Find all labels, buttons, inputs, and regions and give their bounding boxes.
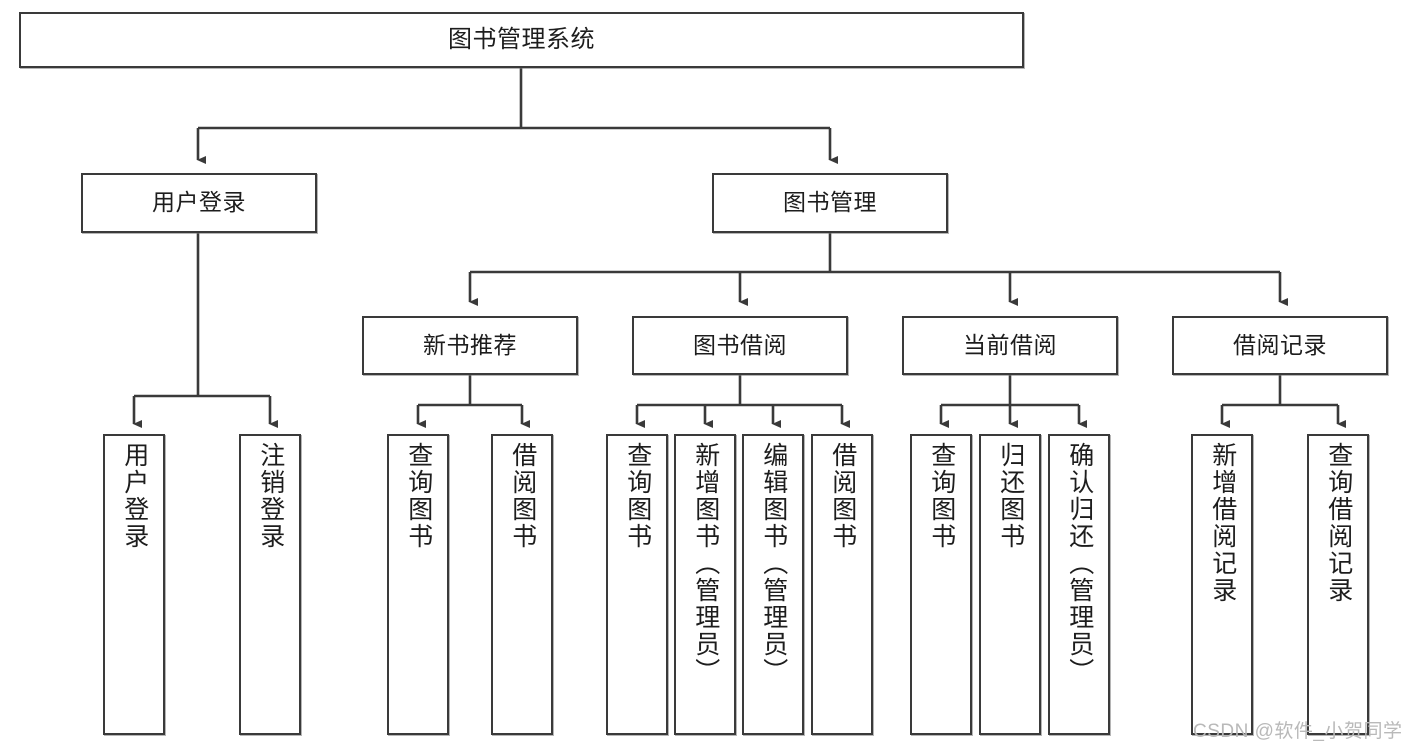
node-label: 确认归还（管理员） — [1065, 442, 1094, 685]
node-label: 归还图书 — [996, 442, 1025, 550]
node-root-book-management-system[interactable]: 图书管理系统 — [19, 12, 1024, 68]
node-label: 编辑图书（管理员） — [759, 442, 788, 685]
node-label: 用户登录 — [120, 442, 149, 550]
node-leaf-return-book[interactable]: 归还图书 — [979, 434, 1041, 735]
node-leaf-query-book-borrow[interactable]: 查询图书 — [606, 434, 668, 735]
node-leaf-logout-login[interactable]: 注销登录 — [239, 434, 301, 735]
node-leaf-query-book-recommend[interactable]: 查询图书 — [387, 434, 449, 735]
node-leaf-query-book-current[interactable]: 查询图书 — [910, 434, 972, 735]
node-label: 借阅图书 — [828, 442, 857, 550]
node-borrow-record[interactable]: 借阅记录 — [1172, 316, 1388, 375]
node-label: 用户登录 — [152, 189, 246, 216]
node-leaf-add-book-admin[interactable]: 新增图书（管理员） — [674, 434, 736, 735]
node-leaf-edit-book-admin[interactable]: 编辑图书（管理员） — [742, 434, 804, 735]
node-leaf-user-login[interactable]: 用户登录 — [103, 434, 165, 735]
node-label: 新书推荐 — [423, 331, 517, 358]
node-label: 查询图书 — [404, 442, 433, 550]
node-label: 新增图书（管理员） — [691, 442, 720, 685]
node-book-management[interactable]: 图书管理 — [712, 173, 948, 233]
node-label: 图书管理系统 — [448, 25, 595, 53]
node-label: 当前借阅 — [963, 331, 1057, 358]
node-label: 图书借阅 — [693, 331, 787, 358]
node-new-book-recommend[interactable]: 新书推荐 — [362, 316, 578, 375]
node-book-borrow[interactable]: 图书借阅 — [632, 316, 848, 375]
node-leaf-query-borrow-record[interactable]: 查询借阅记录 — [1307, 434, 1369, 735]
node-label: 查询图书 — [623, 442, 652, 550]
node-leaf-add-borrow-record[interactable]: 新增借阅记录 — [1191, 434, 1253, 735]
node-label: 借阅记录 — [1233, 331, 1327, 358]
node-leaf-borrow-book[interactable]: 借阅图书 — [811, 434, 873, 735]
node-label: 查询借阅记录 — [1324, 442, 1353, 604]
node-label: 注销登录 — [256, 442, 285, 550]
node-label: 新增借阅记录 — [1208, 442, 1237, 604]
node-user-login[interactable]: 用户登录 — [81, 173, 317, 233]
watermark-csdn: CSDN @软件_小贺同学 — [1193, 721, 1403, 742]
node-label: 借阅图书 — [508, 442, 537, 550]
node-leaf-confirm-return-admin[interactable]: 确认归还（管理员） — [1048, 434, 1110, 735]
node-leaf-borrow-book-recommend[interactable]: 借阅图书 — [491, 434, 553, 735]
node-current-borrow[interactable]: 当前借阅 — [902, 316, 1118, 375]
node-label: 图书管理 — [783, 189, 877, 216]
node-label: 查询图书 — [927, 442, 956, 550]
